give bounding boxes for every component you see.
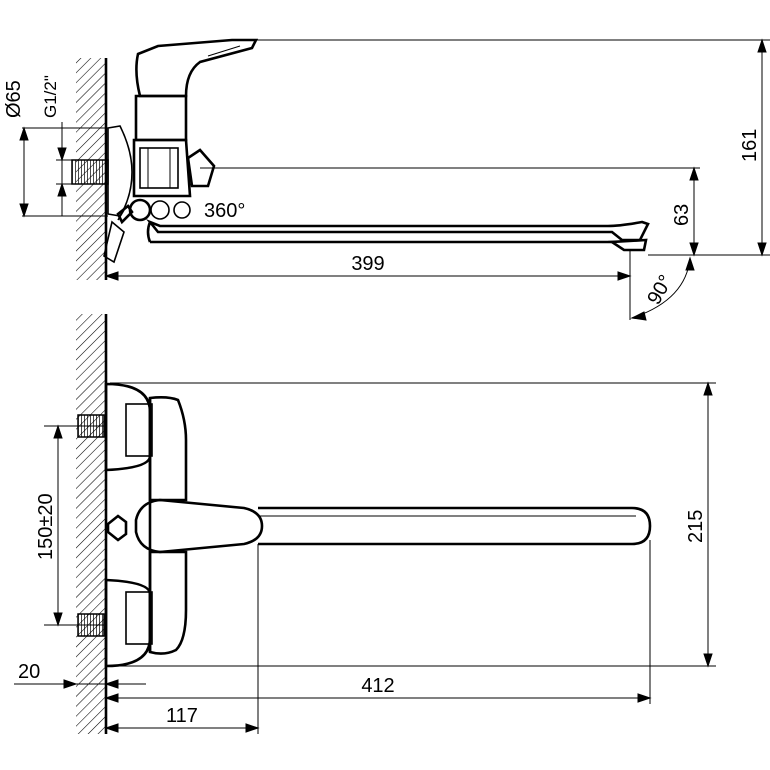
dim-height-spout: 63 [671,204,693,226]
wall-hatch-top [76,314,106,734]
aerator [608,238,648,252]
lever-top [134,498,264,554]
dim-rotation: 360° [204,200,245,222]
dim-length-spout: 399 [351,253,384,275]
threaded-pipe [71,159,109,185]
dim-diameter: Ø65 [3,80,25,118]
nut-hex [139,147,179,189]
dim-wall-offset: 20 [18,661,40,683]
dim-length-body: 117 [166,705,198,727]
dim-center-distance: 150±20 [35,493,57,560]
mixer-body-lower [132,138,192,198]
dim-depth: 215 [685,510,707,543]
top-view: 150±20 215 20 412 117 [14,314,716,734]
spout [145,218,650,242]
dim-length-total: 412 [361,675,394,697]
flange-top [104,382,152,472]
diverter-knob [186,148,216,188]
swivel-joint [128,198,152,222]
side-view: Ø65 G1/2" 161 63 399 90° 360° [3,38,770,321]
dim-height-total: 161 [739,129,761,162]
dim-thread: G1/2" [41,75,60,118]
hose-nipple [103,220,125,264]
diverter-top [106,514,128,542]
shower-connector [116,204,134,225]
dim-spout-angle: 90° [643,271,677,308]
spout-top [258,506,652,546]
flange-bottom [104,578,152,668]
mixer-body-top [148,396,188,502]
lever-handle [135,38,259,98]
wall-flange [107,125,133,217]
mixer-body [134,94,188,142]
